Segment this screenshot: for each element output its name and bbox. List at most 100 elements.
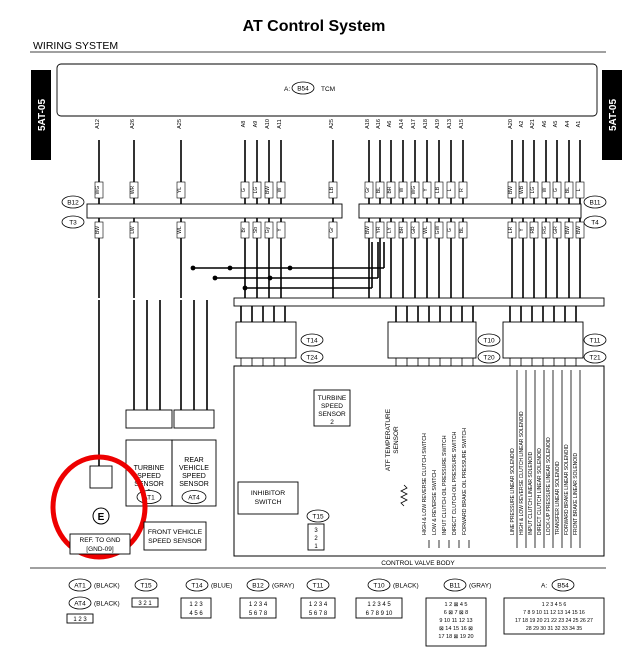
wire-color-tag bbox=[552, 221, 562, 239]
svg-text:B11: B11 bbox=[449, 583, 460, 590]
wire-color-tag bbox=[564, 221, 574, 239]
wire-color-tag bbox=[276, 181, 286, 199]
solenoid-label: TRANSFER LINEAR SOLENOID bbox=[555, 461, 561, 535]
svg-text:1 2 3: 1 2 3 bbox=[189, 602, 203, 608]
wire-color-label: LG bbox=[253, 187, 259, 194]
svg-text:AT4: AT4 bbox=[188, 495, 200, 502]
wire-color-label: Gr bbox=[365, 187, 371, 193]
wire-color-label: L bbox=[447, 188, 453, 191]
wire-color-label: BW bbox=[508, 186, 514, 194]
svg-text:⊠ 14 15 16 ⊠: ⊠ 14 15 16 ⊠ bbox=[439, 626, 473, 632]
svg-text:VEHICLE: VEHICLE bbox=[179, 465, 209, 472]
connector-t10-t20: T10 T20 bbox=[387, 321, 501, 364]
tcm-module: A: B54 TCM bbox=[56, 63, 598, 117]
side-tab-right: 5AT-05 bbox=[602, 70, 622, 160]
wire-color-label: G bbox=[241, 188, 247, 192]
wire-color-tag bbox=[564, 181, 574, 199]
svg-text:T10: T10 bbox=[373, 583, 385, 590]
wire-color-tag bbox=[518, 181, 528, 199]
tcm-pin-label: A15 bbox=[459, 119, 465, 129]
svg-text:SENSOR: SENSOR bbox=[318, 411, 346, 418]
wire-color-tag bbox=[375, 221, 385, 239]
svg-text:T15: T15 bbox=[312, 514, 324, 521]
svg-text:T14: T14 bbox=[306, 338, 318, 345]
wire-color-tag bbox=[94, 221, 104, 239]
svg-text:2: 2 bbox=[330, 419, 334, 426]
wire-color-label: RB bbox=[530, 226, 536, 234]
solenoid-label: LINE PRESSURE LINEAR SOLENOID bbox=[510, 448, 516, 535]
svg-text:T24: T24 bbox=[306, 355, 318, 362]
pressure-switch-label: INPUT CLUTCH OIL PRESSURE SWITCH bbox=[442, 435, 448, 535]
wire-color-label: Gy bbox=[265, 226, 271, 233]
tcm-pin-label: A25 bbox=[177, 119, 183, 129]
connector-t11-t21: T11 T21 bbox=[502, 321, 607, 364]
svg-text:1 2 3 4: 1 2 3 4 bbox=[249, 602, 268, 608]
solenoid-label: FRONT BRAKE LINEAR SOLENOID bbox=[573, 452, 579, 535]
tcm-pin-label: A18 bbox=[423, 119, 429, 129]
wire-color-label: BW bbox=[576, 226, 582, 234]
connector-legend: AT1 (BLACK) T15 AT4 (BLACK) 3 2 1 1 2 3 … bbox=[30, 567, 606, 647]
wire-color-label: BW bbox=[365, 226, 371, 234]
wire-color-tag bbox=[240, 221, 250, 239]
wire-color-tag bbox=[398, 221, 408, 239]
wire-color-label: WL bbox=[423, 226, 429, 234]
wire-color-tag bbox=[529, 221, 539, 239]
svg-text:AT1: AT1 bbox=[143, 495, 155, 502]
svg-text:2: 2 bbox=[314, 536, 318, 542]
svg-text:SENSOR: SENSOR bbox=[179, 481, 209, 488]
wire-color-label: W bbox=[542, 187, 548, 192]
pressure-switch-label: DIRECT CLUTCH OIL PRESSURE SWITCH bbox=[452, 432, 458, 535]
svg-text:5AT-05: 5AT-05 bbox=[37, 99, 48, 131]
tcm-pin-label: A16 bbox=[376, 119, 382, 129]
svg-text:T10: T10 bbox=[483, 338, 495, 345]
tcm-prefix: A: bbox=[284, 86, 290, 93]
wire-color-label: BL bbox=[459, 227, 465, 233]
wire-color-label: LG bbox=[530, 187, 536, 194]
solenoid-label: INPUT CLUTCH LINEAR SOLENOID bbox=[528, 451, 534, 535]
wire-color-label: Y bbox=[423, 188, 429, 192]
svg-text:1 2 3: 1 2 3 bbox=[73, 617, 87, 623]
wire-color-label: Y bbox=[519, 228, 525, 232]
tcm-pin-label: A1 bbox=[576, 121, 582, 128]
tcm-connector: B54 bbox=[297, 86, 309, 93]
svg-text:1 2 ⊠ 4 5: 1 2 ⊠ 4 5 bbox=[445, 602, 468, 608]
tcm-pin-label: A2 bbox=[519, 121, 525, 128]
svg-text:3: 3 bbox=[314, 528, 318, 534]
connector-b12-t3: B12 T3 bbox=[61, 195, 343, 229]
wire-color-tag bbox=[276, 221, 286, 239]
wire-color-tag bbox=[446, 181, 456, 199]
svg-text:SPEED: SPEED bbox=[182, 473, 206, 480]
svg-text:FRONT VEHICLE: FRONT VEHICLE bbox=[148, 529, 203, 536]
svg-text:(BLACK): (BLACK) bbox=[94, 601, 120, 608]
wire-color-label: Br bbox=[241, 227, 247, 232]
wire-color-label: LW bbox=[130, 226, 136, 233]
svg-text:6 ⊠ 7 ⊠ 8: 6 ⊠ 7 ⊠ 8 bbox=[444, 610, 469, 616]
svg-text:(GRAY): (GRAY) bbox=[272, 583, 294, 590]
wire-color-tag bbox=[129, 221, 139, 239]
wire-color-label: RG bbox=[542, 226, 548, 234]
wire-color-label: BL bbox=[376, 187, 382, 193]
svg-text:5AT-05: 5AT-05 bbox=[608, 99, 619, 131]
wire-color-tag bbox=[434, 181, 444, 199]
wire-color-label: YR bbox=[376, 226, 382, 233]
wire-color-label: BW bbox=[95, 226, 101, 234]
tcm-pin-label: A6 bbox=[542, 121, 548, 128]
tcm-pin-label: A21 bbox=[530, 119, 536, 129]
svg-text:AT4: AT4 bbox=[74, 601, 86, 608]
wire-color-label: WG bbox=[95, 186, 101, 195]
control-valve-body: CONTROL VALVE BODY bbox=[233, 365, 605, 567]
pressure-switch-label: FORWARD BRAKE OIL PRESSURE SWITCH bbox=[462, 428, 468, 535]
svg-text:TURBINE: TURBINE bbox=[134, 465, 165, 472]
wire-color-tag bbox=[386, 181, 396, 199]
solenoid-label: LOCK-UP PRESSURE LINEAR SOLENOID bbox=[546, 437, 552, 535]
wire-color-tag bbox=[328, 221, 338, 239]
wire-color-tag bbox=[375, 181, 385, 199]
wire-color-label: YL bbox=[177, 187, 183, 193]
wire-color-label: Gr bbox=[329, 227, 335, 233]
svg-text:1 2 3 4 5 6: 1 2 3 4 5 6 bbox=[542, 602, 567, 608]
turbine-speed-sensor-2: TURBINE SPEED SENSOR 2 bbox=[313, 389, 351, 427]
svg-text:(BLACK): (BLACK) bbox=[393, 583, 419, 590]
tcm-label: TCM bbox=[321, 86, 335, 93]
front-vehicle-speed-sensor: FRONT VEHICLE SPEED SENSOR bbox=[143, 521, 207, 551]
